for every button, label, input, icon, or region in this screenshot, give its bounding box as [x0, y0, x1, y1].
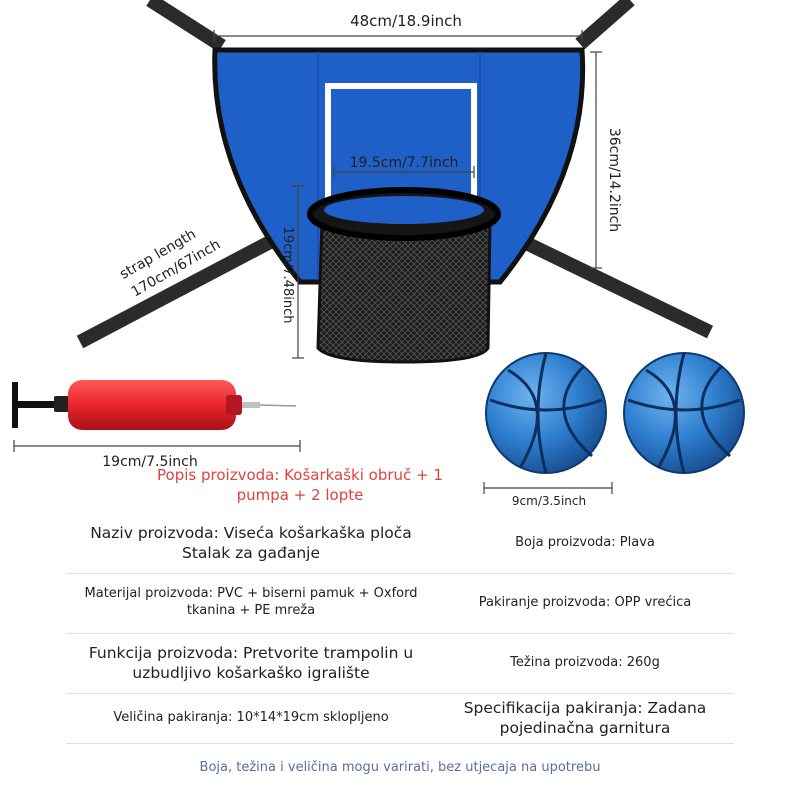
strap-bottom-right — [516, 233, 714, 339]
spec-function-line-2: uzbudljivo košarkaško igralište — [132, 664, 370, 682]
disclaimer-footnote: Boja, težina i veličina mogu varirati, b… — [199, 760, 601, 775]
spec-color: Boja proizvoda: Plava — [436, 513, 734, 573]
spec-name-line-2: Stalak za gađanje — [181, 544, 321, 562]
product-list-caption: Popis proizvoda: Košarkaški obruč + 1 pu… — [150, 466, 450, 505]
straps — [76, 0, 714, 349]
spec-package-spec-line-2: pojedinačna garnitura — [499, 719, 671, 737]
spec-row-function: Funkcija proizvoda: Pretvorite trampolin… — [66, 633, 734, 694]
ball-diameter-label: 9cm/3.5inch — [512, 494, 586, 508]
spec-function: Funkcija proizvoda: Pretvorite trampolin… — [66, 633, 436, 693]
basketball-left — [485, 352, 607, 474]
spec-name: Naziv proizvoda: Viseća košarkaška ploča… — [66, 513, 436, 573]
basketball-right — [623, 352, 745, 474]
backboard-height-label: 36cm/14.2inch — [606, 128, 622, 232]
spec-row-size: Veličina pakiranja: 10*14*19cm sklopljen… — [66, 693, 734, 744]
spec-package-size: Veličina pakiranja: 10*14*19cm sklopljen… — [66, 693, 436, 743]
spec-package-spec: Specifikacija pakiranja: Zadana pojedinač… — [436, 693, 734, 743]
net — [316, 220, 492, 364]
caption-line-2: pumpa + 2 lopte — [236, 485, 364, 504]
spec-row-name: Naziv proizvoda: Viseća košarkaška ploča… — [66, 513, 734, 574]
spec-row-material: Materijal proizvoda: PVC + biserni pamuk… — [66, 573, 734, 634]
spec-material-line-2: tkanina + PE mreža — [186, 603, 316, 618]
spec-packaging: Pakiranje proizvoda: OPP vrećica — [436, 573, 734, 633]
spec-material-line-1: Materijal proizvoda: PVC + biserni pamuk… — [84, 586, 418, 602]
pump-length-label: 19cm/7.5inch — [102, 454, 197, 470]
backboard-width-label: 48cm/18.9inch — [350, 12, 462, 30]
spec-weight: Težina proizvoda: 260g — [436, 633, 734, 693]
spec-name-line-1: Naziv proizvoda: Viseća košarkaška ploča — [90, 523, 412, 542]
dimension-lines — [13, 30, 613, 494]
spec-packaging-text: Pakiranje proizvoda: OPP vrećica — [478, 594, 692, 610]
strap-top-right — [575, 0, 635, 50]
spec-color-text: Boja proizvoda: Plava — [515, 534, 655, 550]
spec-material: Materijal proizvoda: PVC + biserni pamuk… — [66, 573, 436, 633]
net-length-label: 19cm/7.48inch — [280, 227, 295, 324]
spec-package-spec-line-1: Specifikacija pakiranja: Zadana — [463, 698, 707, 717]
pump — [12, 380, 297, 430]
rim-diameter-label: 19.5cm/7.7inch — [350, 155, 459, 171]
spec-package-size-text: Veličina pakiranja: 10*14*19cm sklopljen… — [113, 709, 389, 725]
spec-function-line-1: Funkcija proizvoda: Pretvorite trampolin… — [88, 643, 414, 662]
caption-line-1: Popis proizvoda: Košarkaški obruč + 1 — [157, 466, 443, 484]
strap-bottom-left — [76, 235, 274, 349]
strap-top-left — [146, 0, 226, 52]
spec-weight-text: Težina proizvoda: 260g — [510, 654, 660, 670]
